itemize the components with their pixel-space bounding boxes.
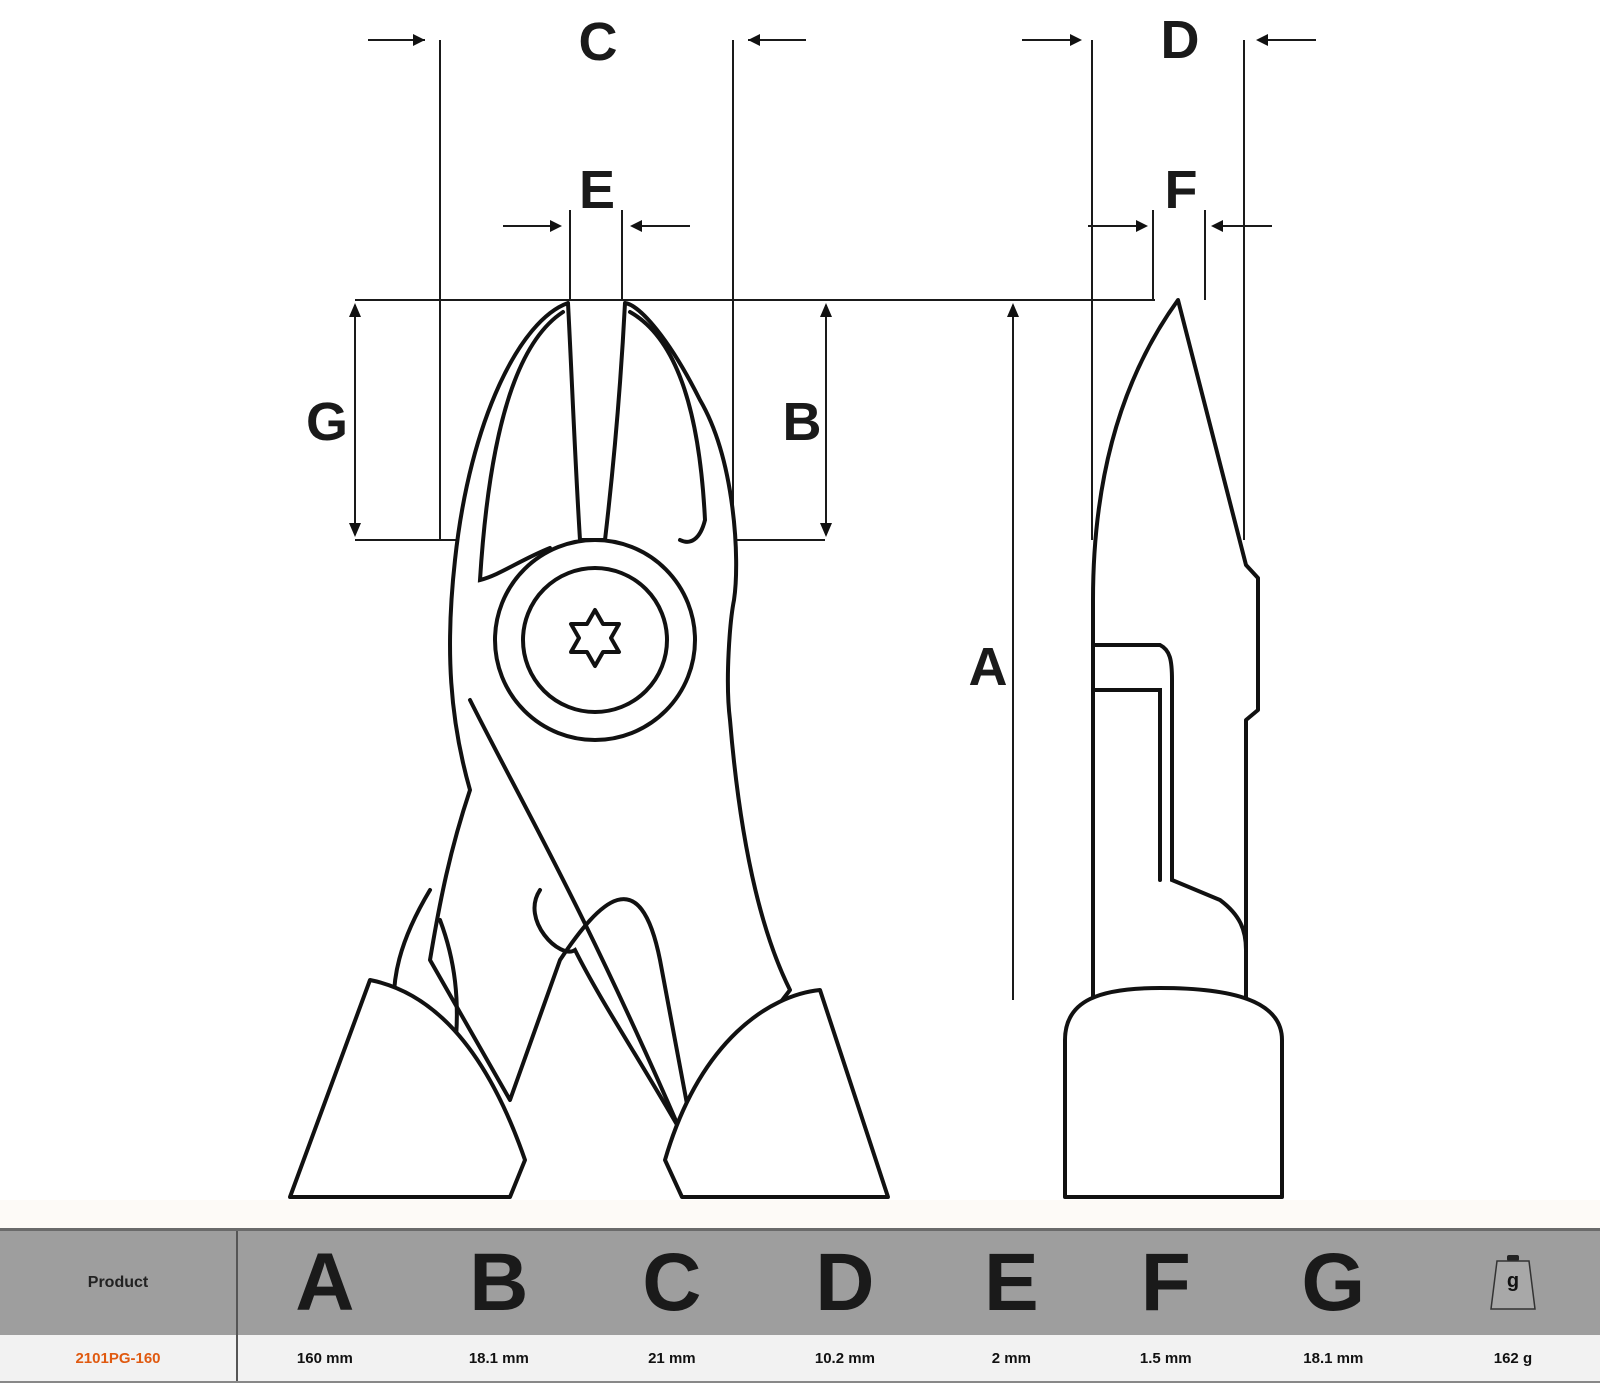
header-b: B xyxy=(411,1228,586,1335)
header-g: G xyxy=(1240,1228,1426,1335)
weight-icon-label: g xyxy=(1507,1270,1519,1292)
pliers-dimension-diagram: C D E F G B A xyxy=(288,10,1316,1199)
label-e: E xyxy=(579,160,615,220)
weight-icon: g xyxy=(1490,1255,1536,1310)
value-weight: 162 g xyxy=(1425,1335,1600,1383)
header-e: E xyxy=(932,1228,1091,1335)
dimension-labels: C D E F G B A xyxy=(306,10,1200,697)
header-product: Product xyxy=(0,1228,238,1335)
value-e: 2 mm xyxy=(932,1335,1091,1383)
value-c: 21 mm xyxy=(585,1335,758,1383)
divider-band xyxy=(0,1200,1600,1228)
value-g: 18.1 mm xyxy=(1240,1335,1426,1383)
label-f: F xyxy=(1165,160,1198,220)
header-c: C xyxy=(585,1228,758,1335)
label-c: C xyxy=(579,12,618,72)
header-f: F xyxy=(1090,1228,1241,1335)
header-a: A xyxy=(237,1228,412,1335)
header-d: D xyxy=(757,1228,933,1335)
product-code: 2101PG-160 xyxy=(0,1335,238,1383)
value-f: 1.5 mm xyxy=(1090,1335,1241,1383)
pliers-side-view xyxy=(1063,298,1284,1199)
spec-table: Product A B C D E F G g 2101PG-160 160 m… xyxy=(0,1228,1600,1383)
value-a: 160 mm xyxy=(237,1335,412,1383)
header-weight: g xyxy=(1425,1228,1600,1335)
table-row: 2101PG-160 160 mm 18.1 mm 21 mm 10.2 mm … xyxy=(0,1335,1600,1383)
value-b: 18.1 mm xyxy=(411,1335,586,1383)
pliers-front-view xyxy=(288,301,890,1199)
label-g: G xyxy=(306,392,348,452)
value-d: 10.2 mm xyxy=(757,1335,933,1383)
table-header-row: Product A B C D E F G g xyxy=(0,1228,1600,1335)
label-b: B xyxy=(783,392,822,452)
label-a: A xyxy=(969,637,1008,697)
label-d: D xyxy=(1161,10,1200,70)
